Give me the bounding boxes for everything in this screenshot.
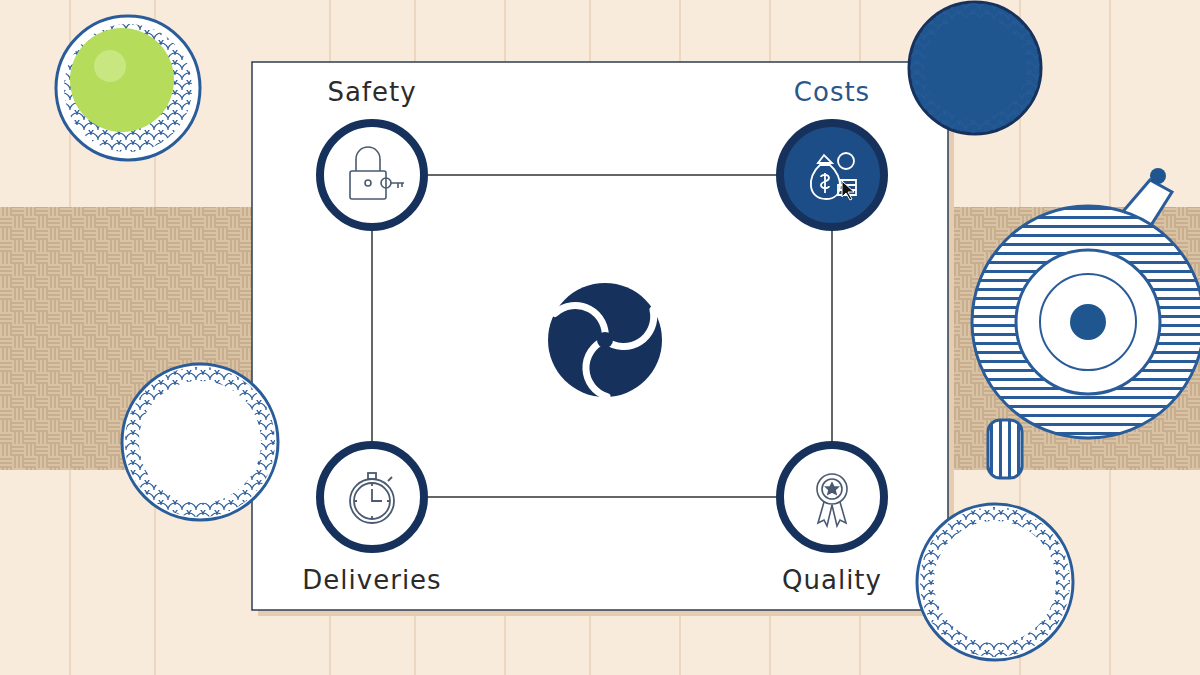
node-label: Quality	[782, 565, 882, 595]
cup-top-left	[56, 16, 200, 160]
circle-node: Deliveries	[316, 441, 428, 553]
node-icon	[784, 127, 880, 223]
node-icon	[324, 449, 420, 545]
cup-top-right	[909, 2, 1041, 134]
teapot	[972, 168, 1200, 478]
node-icon	[324, 127, 420, 223]
node-icon	[784, 449, 880, 545]
node-label: Safety	[327, 77, 416, 107]
cup-bottom-right	[917, 504, 1073, 660]
circle-node: Safety	[316, 119, 428, 231]
paper-sheet	[252, 62, 948, 610]
connector-line	[428, 496, 776, 498]
connector-line	[371, 231, 373, 441]
connector-line	[831, 231, 833, 441]
connector-line	[428, 174, 776, 176]
node-label: Costs	[794, 77, 870, 107]
node-label: Deliveries	[302, 565, 441, 595]
tomoe-symbol	[548, 283, 662, 397]
circle-node: Quality	[776, 441, 888, 553]
cup-left	[122, 364, 278, 520]
circle-node: Costs	[776, 119, 888, 231]
